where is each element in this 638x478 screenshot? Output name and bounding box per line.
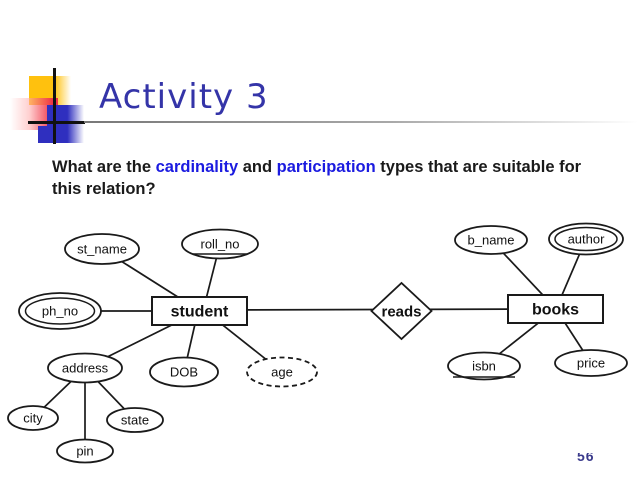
attribute-label-dob: DOB bbox=[170, 365, 198, 380]
attribute-ellipse-dob bbox=[149, 356, 219, 388]
page-number-value: 56 bbox=[577, 453, 595, 464]
attribute-label-price: price bbox=[577, 356, 605, 371]
attribute-ellipse-address bbox=[47, 352, 123, 384]
logo-blue-square-notch bbox=[38, 126, 50, 143]
logo-horizontal-line bbox=[28, 121, 85, 124]
entity-box-books bbox=[507, 294, 604, 324]
question-part-1: What are the bbox=[52, 158, 156, 176]
attribute-label-state: state bbox=[121, 413, 149, 428]
relationship-diamond-reads bbox=[370, 281, 433, 341]
attribute-label-isbn: isbn bbox=[472, 359, 496, 374]
slide-title: Activity 3 bbox=[99, 77, 269, 117]
attribute-ellipse-ph-no-inner bbox=[24, 297, 96, 325]
attribute-label-roll-no: roll_no bbox=[200, 237, 239, 252]
attribute-label-city: city bbox=[23, 411, 43, 426]
entity-label-student: student bbox=[171, 304, 229, 321]
attribute-ellipse-age-dashed bbox=[246, 356, 318, 388]
attribute-ellipse-price bbox=[554, 349, 628, 377]
attribute-ellipse-b-name bbox=[454, 225, 528, 255]
attribute-ellipse-pin bbox=[56, 438, 114, 464]
attribute-label-pin: pin bbox=[76, 444, 93, 459]
question-text: What are the cardinality and participati… bbox=[52, 156, 587, 200]
question-term-participation: participation bbox=[276, 158, 376, 176]
logo-vertical-line bbox=[53, 68, 56, 144]
attribute-label-address: address bbox=[62, 361, 109, 376]
attribute-ellipse-state bbox=[106, 407, 164, 433]
attribute-label-ph-no: ph_no bbox=[42, 304, 78, 319]
attribute-ellipse-roll-no bbox=[181, 228, 259, 260]
entity-box-student bbox=[151, 296, 248, 326]
title-underline-rule bbox=[84, 121, 638, 123]
question-part-3: types that are suitable for this relatio… bbox=[52, 158, 582, 198]
attribute-label-age: age bbox=[271, 365, 293, 380]
attribute-label-st-name: st_name bbox=[77, 242, 127, 257]
attribute-ellipse-st-name bbox=[64, 233, 140, 265]
attribute-ellipse-city bbox=[7, 405, 59, 431]
question-term-cardinality: cardinality bbox=[155, 158, 239, 176]
attribute-ellipse-isbn bbox=[447, 351, 521, 381]
relationship-label-reads: reads bbox=[381, 304, 421, 321]
attribute-label-b-name: b_name bbox=[468, 233, 515, 248]
attribute-ellipse-author-inner bbox=[554, 226, 618, 252]
attribute-label-author: author bbox=[568, 232, 606, 247]
entity-label-books: books bbox=[532, 302, 579, 319]
page-number: 56 bbox=[577, 453, 605, 465]
question-part-2: and bbox=[238, 158, 277, 176]
